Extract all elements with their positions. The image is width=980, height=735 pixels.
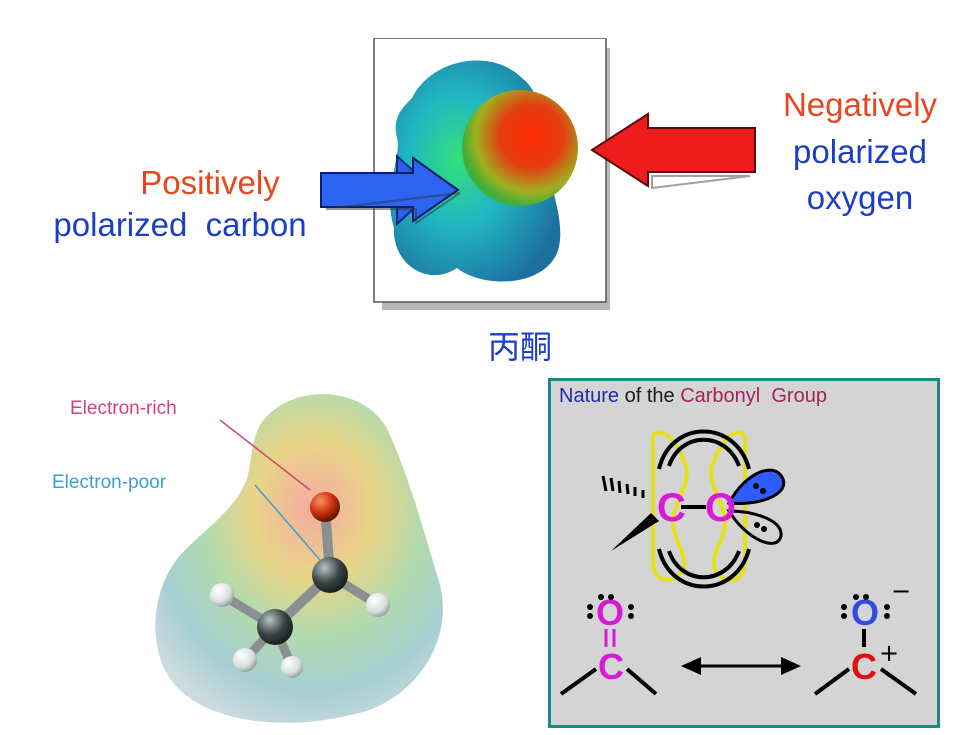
oxygen-sphere	[462, 90, 578, 206]
positive-carbon-label-line1: Positively	[140, 164, 280, 201]
res-right-carbon: C	[851, 646, 877, 687]
negative-oxygen-label-line1: Negatively	[782, 86, 938, 123]
blue-arrow-icon	[320, 156, 461, 225]
panel-title-word3: Carbonyl Group	[680, 385, 827, 407]
acetone-caption: 丙酮	[487, 328, 552, 366]
electron-poor-label: Electron-poor	[52, 472, 167, 493]
oxygen-atom-label: O	[705, 486, 736, 530]
carbon-atom-label: C	[657, 486, 686, 530]
panel-title-word2: of the	[624, 385, 675, 407]
electron-rich-label: Electron-rich	[70, 398, 177, 419]
res-left-carbon: C	[598, 646, 624, 687]
red-arrow-icon	[590, 112, 756, 190]
carbonyl-nature-panel: Nature of the Carbonyl Group	[548, 378, 940, 728]
minus-charge: −	[891, 577, 911, 605]
panel-title: Nature of the Carbonyl Group	[559, 385, 827, 408]
acetaldehyde-potential-map	[155, 394, 443, 723]
carbonyl-orbital-diagram: C O O C O − C +	[559, 429, 918, 696]
panel-title-word1: Nature	[559, 385, 620, 407]
negative-oxygen-label-line3: oxygen	[806, 179, 914, 216]
negative-oxygen-label-line2: polarized	[793, 133, 927, 170]
positive-carbon-label-line2: polarized carbon	[53, 206, 307, 243]
plus-charge: +	[879, 639, 899, 667]
